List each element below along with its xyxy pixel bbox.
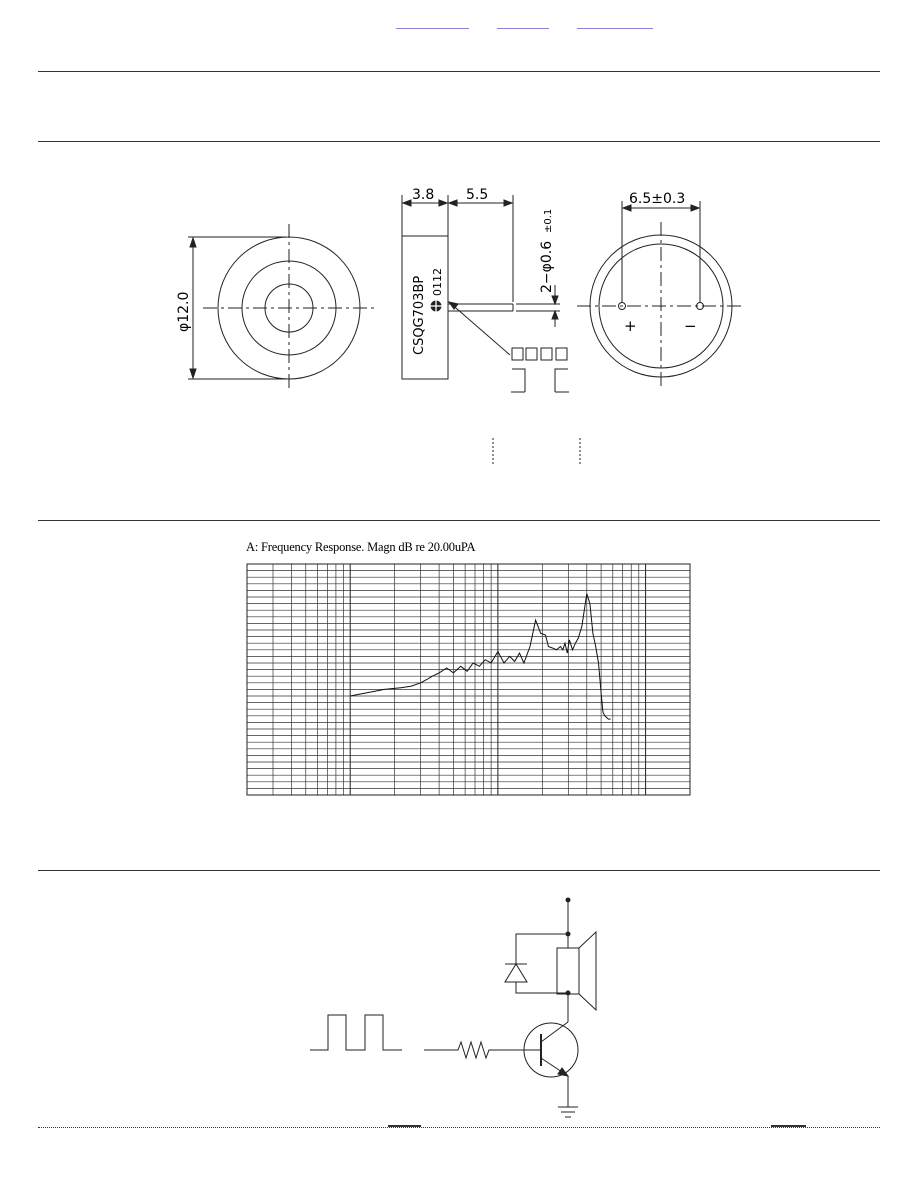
- square-wave-source: [310, 1014, 402, 1051]
- dim-pin-tolerance: ±0.1: [543, 209, 554, 233]
- frequency-response-chart: [246, 563, 691, 796]
- divider-3: [38, 520, 880, 521]
- drive-circuit: [310, 897, 597, 1118]
- divider-2: [38, 141, 880, 142]
- dim-outer-diameter: φ12.0: [176, 292, 192, 332]
- speaker-symbol: [556, 930, 597, 1020]
- dimension-drawing: 3.8 5.5 6.5±0.3 φ12.0 2−φ0.6 ±0.1 CSQG70…: [176, 187, 745, 466]
- dim-thickness: 3.8: [412, 187, 434, 203]
- part-marking: CSQG703BP: [412, 276, 427, 355]
- back-view: [577, 201, 745, 390]
- date-code: 0112: [431, 268, 444, 296]
- resistor-symbol: [424, 1040, 524, 1060]
- front-view: [188, 224, 376, 392]
- diode-symbol: [504, 963, 528, 983]
- divider-4: [38, 870, 880, 871]
- divider-1: [38, 71, 880, 72]
- header-link-2[interactable]: [497, 18, 549, 29]
- side-view: [401, 195, 569, 393]
- footer-mark-right: [771, 1125, 806, 1127]
- ground-symbol: [558, 1106, 578, 1118]
- footer-divider: [38, 1127, 880, 1128]
- dim-pin-diameter: 2−φ0.6: [539, 241, 555, 293]
- supply-terminal: [565, 897, 571, 937]
- polarity-plus: +: [624, 317, 637, 335]
- dim-pin-length: 5.5: [466, 187, 488, 203]
- header-link-3[interactable]: [577, 18, 653, 29]
- footer-mark-left: [388, 1125, 421, 1127]
- chart-frame: [246, 563, 691, 796]
- graph-title: A: Frequency Response. Magn dB re 20.00u…: [246, 540, 476, 554]
- header-link-1[interactable]: [396, 18, 469, 29]
- series-line: [350, 593, 611, 720]
- polarity-minus: −: [684, 317, 697, 335]
- logo-mark: [430, 300, 442, 312]
- npn-transistor-symbol: [523, 1020, 579, 1107]
- dim-pin-spacing: 6.5±0.3: [629, 191, 685, 207]
